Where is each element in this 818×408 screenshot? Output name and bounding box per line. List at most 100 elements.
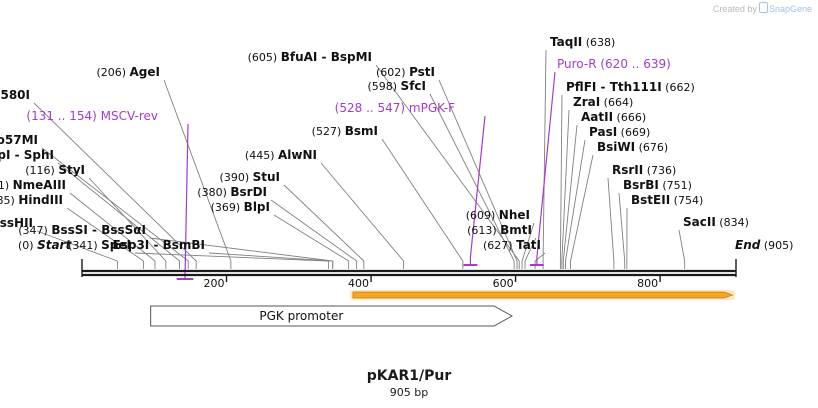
enzyme-leader-line <box>375 64 520 269</box>
enzyme-name: BfuAI - BspMI <box>281 50 372 64</box>
enzyme-site-bmti: (613) BmtI <box>467 223 532 237</box>
enzyme-leader-line <box>283 184 365 269</box>
enzyme-position: (638) <box>582 36 615 49</box>
enzyme-name: SpeI <box>101 238 131 252</box>
enzyme-site-agei: (206) AgeI <box>96 65 160 79</box>
primer-position: (131 .. 154) <box>26 109 100 123</box>
enzyme-leader-line <box>618 192 626 269</box>
enzyme-site-bsteii: BstEII (754) <box>631 193 703 207</box>
feature-arrows: PGK promoter <box>150 290 736 327</box>
enzyme-position: (834) <box>716 216 749 229</box>
primer-mscv-rev: (131 .. 154) MSCV-rev <box>26 109 158 123</box>
enzyme-leader-lines <box>33 49 686 269</box>
enzyme-leader-line <box>561 109 570 269</box>
primer-position: (620 .. 639) <box>597 57 671 71</box>
enzyme-site-pflfi-tth111i: PflFI - Tth111I (662) <box>566 80 695 94</box>
enzyme-site-bsrdi: (380) BsrDI <box>197 185 267 199</box>
start-name: Start <box>37 238 72 252</box>
enzyme-leader-line <box>41 147 189 269</box>
enzyme-leader-line <box>163 79 232 269</box>
enzyme-name: BsrBI <box>623 178 659 192</box>
enzyme-name: BmtI <box>500 223 532 237</box>
enzyme-leader-line <box>678 229 686 269</box>
enzyme-position: (341) <box>68 239 101 252</box>
enzyme-site-styi: (116) StyI <box>25 163 85 177</box>
enzyme-position: (380) <box>197 186 230 199</box>
enzyme-leader-line <box>562 124 578 269</box>
enzyme-name: HindIII <box>18 193 63 207</box>
enzyme-site-stui: (390) StuI <box>220 170 280 184</box>
feature-orange-arrow <box>352 291 734 299</box>
enzyme-leader-line <box>69 192 156 269</box>
enzyme-name: BstEII <box>631 193 670 207</box>
enzyme-position: (347) <box>18 224 51 237</box>
enzyme-position: (754) <box>670 194 703 207</box>
enzyme-site-nhei: (609) NheI <box>466 208 530 222</box>
end-name: End <box>735 238 761 252</box>
enzyme-site-psti: (602) PstI <box>376 65 435 79</box>
ruler-tick-label: 400 <box>348 277 369 290</box>
enzyme-position: (605) <box>248 51 281 64</box>
enzyme-leader-line <box>270 199 358 269</box>
start-position: (0) <box>18 239 37 252</box>
enzyme-position: (85) <box>0 194 18 207</box>
enzyme-leader-line <box>320 162 405 269</box>
enzyme-site-sfci: (598) SfcI <box>367 79 426 93</box>
enzyme-position: (736) <box>643 164 676 177</box>
enzyme-site-bsssi-bsss-i: (347) BssSI - BssSαI <box>18 223 146 237</box>
enzyme-leader-line <box>542 49 547 269</box>
primer-leader-line <box>184 123 189 280</box>
enzyme-name: PasI <box>589 125 617 139</box>
primer-leader-line <box>536 71 556 265</box>
enzyme-site-nmeaiii: (101) NmeAIII <box>0 178 66 192</box>
primer-puro-r: Puro-R (620 .. 639) <box>557 57 671 71</box>
credit-brand: SnapGene <box>768 4 812 14</box>
enzyme-site-spei: (341) SpeI <box>68 238 131 252</box>
enzyme-position: (609) <box>466 209 499 222</box>
enzyme-site-esp3i-bsmbi: Esp3I - BsmBI <box>113 238 205 252</box>
enzyme-name: BlpI <box>244 200 270 214</box>
enzyme-position: (602) <box>376 66 409 79</box>
enzyme-leader-line <box>33 102 197 269</box>
enzyme-site-bsmi: (527) BsmI <box>312 124 378 138</box>
enzyme-position: (613) <box>467 224 500 237</box>
plasmid-name: pKAR1/Pur <box>366 368 452 384</box>
end-label: End (905) <box>735 238 793 252</box>
enzyme-leader-line <box>438 79 518 269</box>
enzyme-name: BpmI - Eco57MI <box>0 133 38 147</box>
enzyme-site-hindiii: (85) HindIII <box>0 193 63 207</box>
enzyme-site-bpmi-eco57mi: (147) BpmI - Eco57MI <box>0 133 38 147</box>
enzyme-site-bfuai-bspmi: (605) BfuAI - BspMI <box>248 50 372 64</box>
credit-prefix: Created by <box>712 4 757 14</box>
enzyme-site-alwni: (445) AlwNI <box>245 148 317 162</box>
enzyme-name: SacII <box>683 215 716 229</box>
enzyme-site-tati: (627) TatI <box>483 238 541 252</box>
plasmid-size: 905 bp <box>389 386 429 399</box>
enzyme-leader-line <box>57 162 181 269</box>
enzyme-site-bsiwi: BsiWI (676) <box>597 140 668 154</box>
enzyme-leader-line <box>36 230 118 269</box>
enzyme-site-blpi: (369) BlpI <box>211 200 270 214</box>
enzyme-name: Esp3I - BsmBI <box>113 238 205 252</box>
primer-name: MSCV-rev <box>101 109 158 123</box>
enzyme-name: BsiWI <box>597 140 635 154</box>
enzyme-name: PflFI - Tth111I <box>566 80 662 94</box>
enzyme-name: NmeAIII <box>13 178 66 192</box>
enzyme-name: NspI - SphI <box>0 148 54 162</box>
enzyme-leader-line <box>534 252 546 269</box>
start-label: (0) Start <box>18 238 72 252</box>
enzyme-leader-line <box>524 237 537 269</box>
enzyme-site-taqii: TaqII (638) <box>550 35 615 49</box>
enzyme-name: PstI <box>409 65 435 79</box>
enzyme-name: TatI <box>516 238 541 252</box>
enzyme-leader-line <box>208 252 334 269</box>
enzyme-position: (598) <box>367 80 400 93</box>
enzyme-name: SfcI <box>401 79 426 93</box>
enzyme-site-bsrbi: BsrBI (751) <box>623 178 692 192</box>
enzyme-position: (666) <box>613 111 646 124</box>
enzyme-site-bsshii: (49) BssHII <box>0 216 33 230</box>
enzyme-name: NheI <box>499 208 530 222</box>
enzyme-leader-line <box>273 214 350 269</box>
enzyme-name: ZraI <box>573 95 600 109</box>
